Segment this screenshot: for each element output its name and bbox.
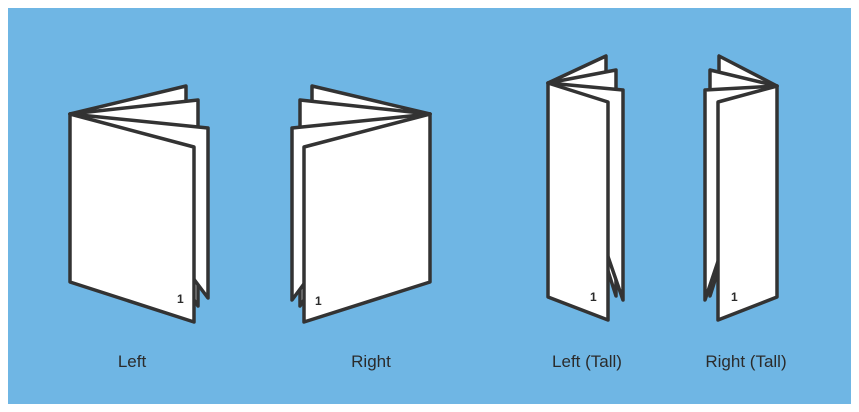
front-page (70, 114, 194, 322)
booklet-right-tall-binding-icon[interactable]: 1 (705, 56, 777, 320)
booklet-right-binding-icon[interactable]: 1 (292, 86, 430, 322)
booklet-left-tall-binding-icon[interactable]: 1 (548, 56, 623, 320)
page-number: 1 (731, 290, 738, 304)
label-right: Right (301, 352, 441, 372)
booklet-left-binding-icon[interactable]: 1 (70, 86, 208, 322)
label-right-tall: Right (Tall) (676, 352, 816, 372)
front-page (718, 86, 777, 320)
page-number: 1 (177, 292, 184, 306)
label-left: Left (62, 352, 202, 372)
front-page (304, 114, 430, 322)
page-number: 1 (315, 294, 322, 308)
front-page (548, 83, 608, 320)
label-left-tall: Left (Tall) (517, 352, 657, 372)
page-number: 1 (590, 290, 597, 304)
